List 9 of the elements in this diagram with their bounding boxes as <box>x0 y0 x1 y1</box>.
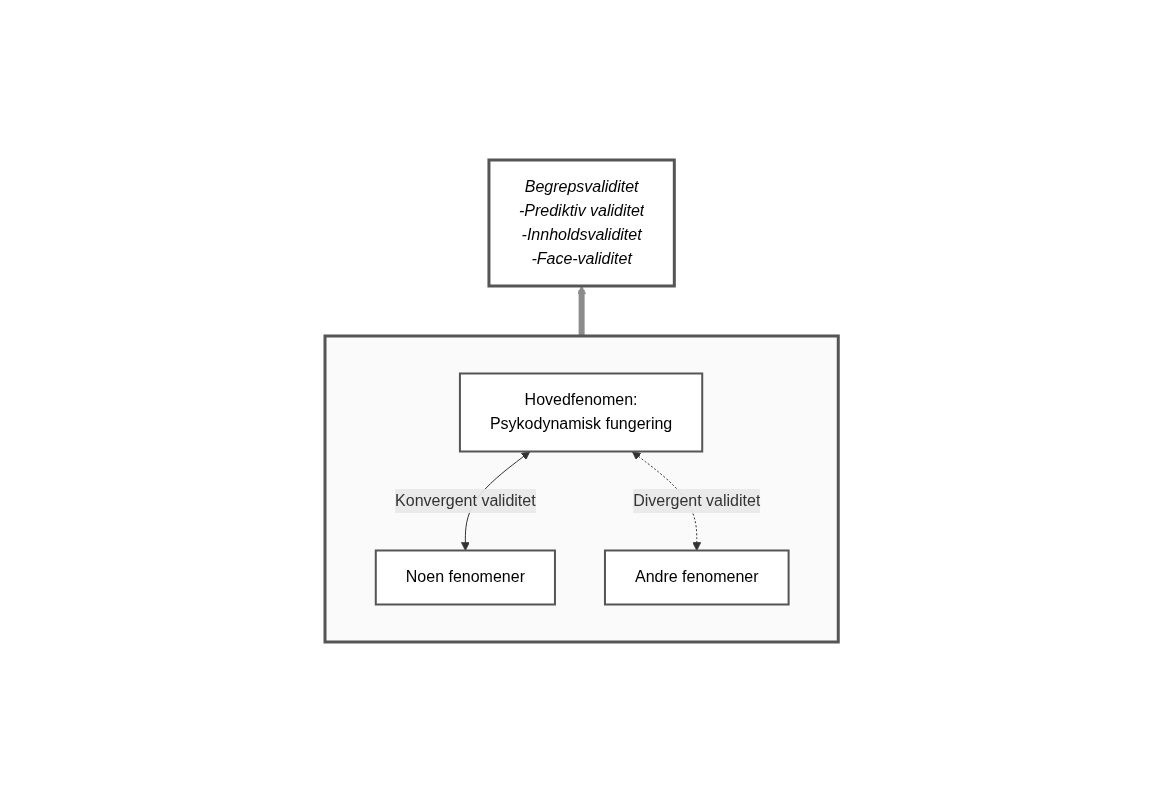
edge-label: Konvergent validitet <box>395 491 536 509</box>
node-box: Noen fenomener <box>375 549 557 606</box>
node-box: Hovedfenomen: Psykodynamisk fungering <box>459 372 704 453</box>
edge-label: Divergent validitet <box>633 491 761 509</box>
arrow <box>632 451 702 551</box>
cluster <box>323 334 841 644</box>
node-box: Andre fenomener <box>604 549 790 606</box>
node-box: Begrepsvaliditet -Prediktiv validitet -Innholdsvaliditet -Face-validitet <box>487 158 677 288</box>
arrow <box>577 285 587 336</box>
